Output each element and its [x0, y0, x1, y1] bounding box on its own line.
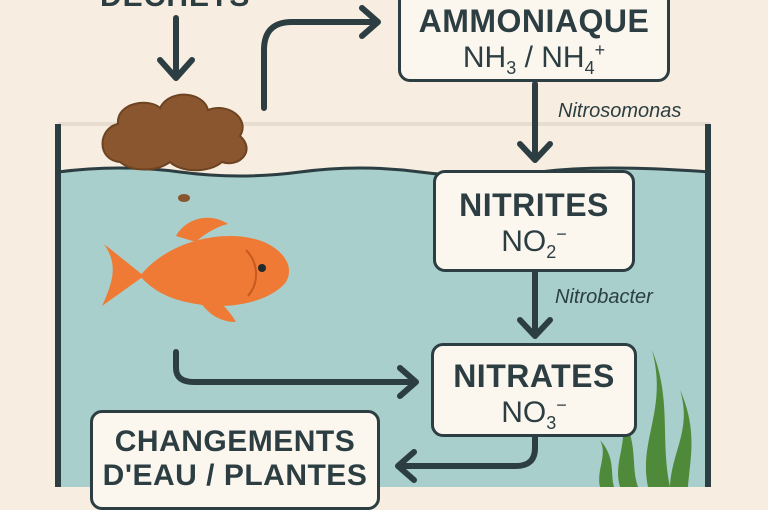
seaweed-icon — [599, 350, 692, 487]
arrow-ammonia-to-nitrites-head — [517, 141, 553, 163]
nitrites-formula: NO2− — [501, 224, 567, 262]
arrow-waste-down-head — [157, 57, 195, 81]
fish-icon — [102, 217, 290, 322]
waste-label: DÉCHETS — [100, 0, 250, 14]
nitrosomonas-label: Nitrosomonas — [558, 100, 682, 122]
ammonia-formula: NH3 / NH4+ — [462, 40, 606, 78]
water-change-line1: CHANGEMENTS — [114, 425, 356, 458]
arrow-fish-to-nitrates-head — [397, 365, 419, 399]
nitrates-box: NITRATES NO3− — [431, 343, 637, 437]
water-change-box: CHANGEMENTS D'EAU / PLANTES — [90, 410, 380, 510]
waste-blob-icon — [101, 93, 248, 202]
nitrites-name: NITRITES — [459, 187, 609, 223]
water-change-line2: D'EAU / PLANTES — [102, 459, 368, 492]
arrow-nitrites-to-nitrates-head — [517, 317, 553, 339]
arrow-waste-to-ammonia — [261, 19, 377, 111]
ammonia-box: AMMONIAQUE NH3 / NH4+ — [398, 0, 670, 82]
nitrobacter-label: Nitrobacter — [555, 286, 653, 308]
nitrites-box: NITRITES NO2− — [433, 170, 635, 272]
water-surface-line — [57, 166, 711, 178]
arrow-nitrates-to-changes — [399, 433, 538, 469]
nitrates-name: NITRATES — [453, 358, 615, 394]
arrow-nitrates-to-changes-head — [395, 449, 417, 483]
arrow-fish-to-nitrates — [173, 349, 415, 385]
ammonia-name: AMMONIAQUE — [418, 3, 650, 39]
arrow-waste-to-ammonia-head — [359, 5, 381, 39]
nitrates-formula: NO3− — [501, 395, 567, 433]
